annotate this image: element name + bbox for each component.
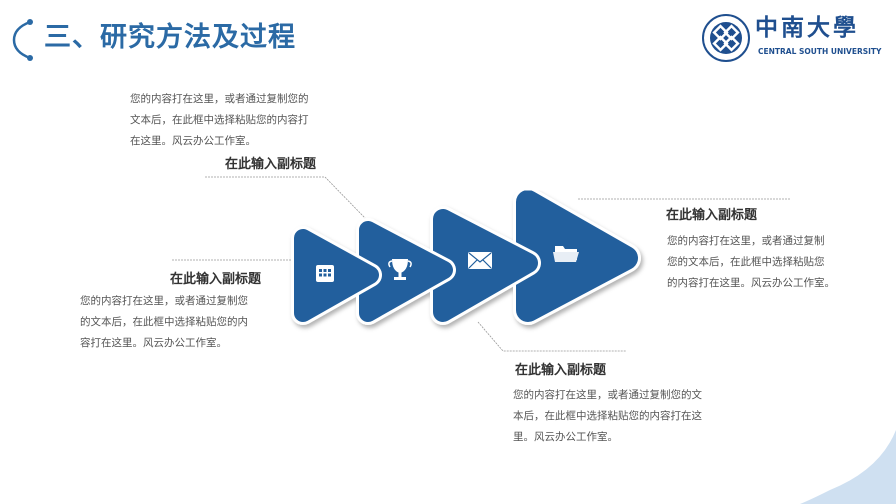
university-seal-icon (702, 14, 750, 62)
text-line: 的文本后，在此框中选择粘贴您的内 (80, 316, 248, 328)
envelope-icon (468, 252, 492, 269)
text-line: 的内容打在这里。风云办公工作室。 (667, 277, 835, 289)
text-line: 本后，在此框中选择粘贴您的内容打在这 (513, 410, 702, 422)
callout-top-text: 您的内容打在这里，或者通过复制您的 文本后，在此框中选择粘贴您的内容打 在这里。… (130, 89, 309, 152)
text-line: 容打在这里。风云办公工作室。 (80, 337, 227, 349)
bracket-decoration (12, 19, 33, 61)
text-line: 您的文本后，在此框中选择粘贴您 (667, 256, 825, 268)
connector-top (205, 176, 366, 219)
text-line: 文本后，在此框中选择粘贴您的内容打 (130, 114, 309, 126)
callout-left-text: 您的内容打在这里，或者通过复制您 的文本后，在此框中选择粘贴您的内 容打在这里。… (80, 291, 248, 354)
page-title: 三、研究方法及过程 (44, 22, 296, 53)
calendar-icon (316, 265, 334, 282)
text-line: 在这里。风云办公工作室。 (130, 135, 256, 147)
trophy-icon (388, 259, 412, 280)
logo-name-cn: 中南大學 (755, 14, 859, 41)
step-1-arrow[interactable] (291, 226, 382, 325)
corner-decoration (800, 430, 896, 504)
callout-top-subtitle: 在此输入副标题 (225, 157, 317, 172)
text-line: 您的内容打在这里，或者通过复制 (667, 235, 825, 247)
callout-left-subtitle: 在此输入副标题 (170, 272, 262, 287)
callout-right-text: 您的内容打在这里，或者通过复制 您的文本后，在此框中选择粘贴您 的内容打在这里。… (667, 231, 835, 294)
text-line: 您的内容打在这里，或者通过复制您的 (130, 93, 309, 105)
callout-bottom-subtitle: 在此输入副标题 (515, 363, 607, 378)
folder-icon (553, 246, 579, 262)
connector-bottom (477, 321, 626, 352)
text-line: 里。风云办公工作室。 (513, 431, 618, 443)
text-line: 您的内容打在这里，或者通过复制您 (80, 295, 248, 307)
callout-right-subtitle: 在此输入副标题 (666, 208, 758, 223)
callout-bottom-text: 您的内容打在这里，或者通过复制您的文 本后，在此框中选择粘贴您的内容打在这 里。… (513, 385, 702, 448)
logo-name-en: CENTRAL SOUTH UNIVERSITY (758, 47, 882, 56)
text-line: 您的内容打在这里，或者通过复制您的文 (513, 389, 702, 401)
